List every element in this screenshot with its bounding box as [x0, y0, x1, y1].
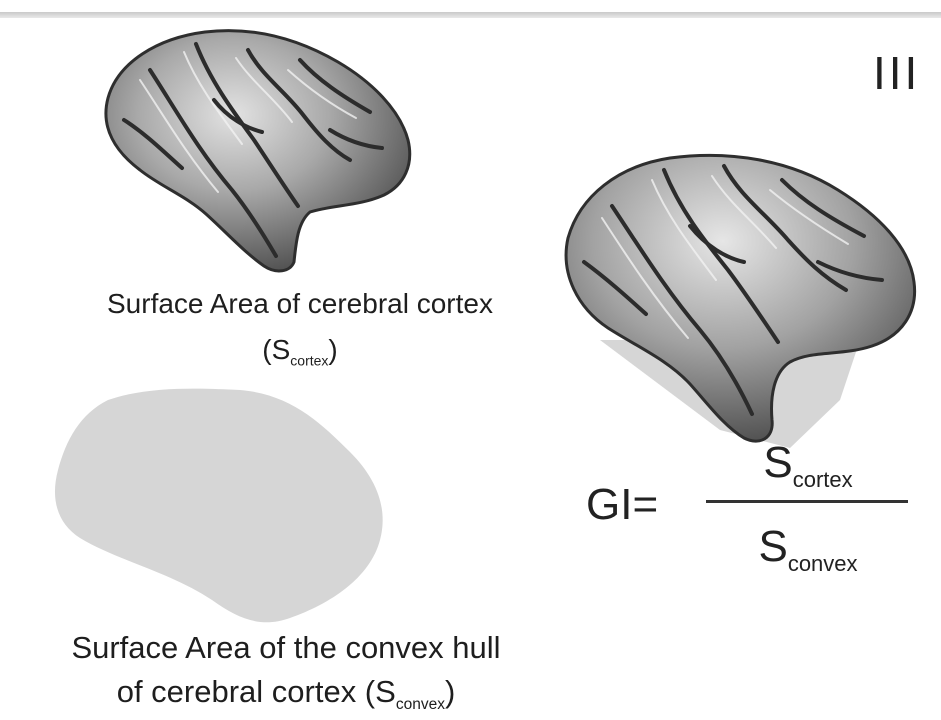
cortex-caption-s: S: [272, 334, 291, 365]
hull-caption-line2-text: of cerebral cortex (: [117, 674, 375, 709]
hull-caption-line2: of cerebral cortex (Sconvex): [6, 674, 566, 714]
cortex-caption-close-paren: ): [328, 334, 337, 365]
hull-caption-s: S: [375, 674, 396, 709]
cortex-caption-open-paren: (: [262, 334, 271, 365]
gi-formula-denominator: Sconvex: [708, 522, 908, 577]
numerator-subscript: cortex: [793, 467, 853, 492]
gi-formula-fraction-bar: [706, 500, 908, 503]
hull-caption-subscript: convex: [396, 696, 445, 713]
gi-formula-lhs: GI=: [586, 480, 658, 530]
panel-label: III: [873, 46, 920, 100]
cortex-caption-subscript: cortex: [290, 352, 328, 368]
cortex-caption-line1: Surface Area of cerebral cortex: [40, 288, 560, 320]
hull-caption-line1: Surface Area of the convex hull: [6, 630, 566, 666]
convex-hull-shape: [55, 389, 383, 623]
numerator-symbol: S: [763, 438, 792, 487]
cortex-caption-symbol: (Scortex): [40, 334, 560, 368]
hull-caption-close-paren: ): [445, 674, 455, 709]
cortex-brain-illustration: [106, 31, 410, 271]
denominator-subscript: convex: [788, 551, 858, 576]
gi-brain-illustration: [566, 155, 915, 448]
denominator-symbol: S: [758, 522, 787, 571]
gi-formula-numerator: Scortex: [708, 438, 908, 493]
